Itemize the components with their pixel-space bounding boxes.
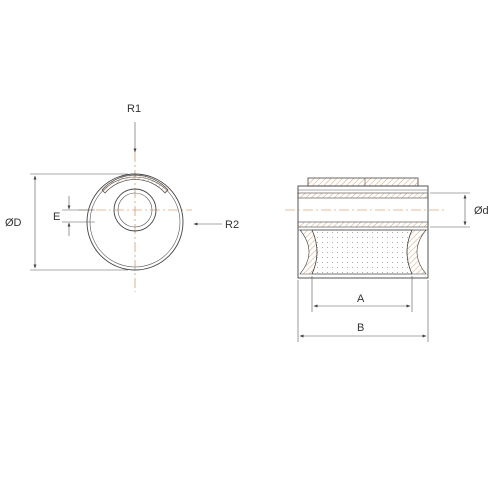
e-label: E: [53, 211, 60, 223]
rubber-region: [311, 229, 413, 275]
r1-label: R1: [127, 103, 141, 115]
rubber-end-left: [299, 229, 318, 275]
side-view: Ød A B: [285, 177, 489, 342]
top-arc-band: [101, 174, 169, 194]
od-outer-label: ØD: [5, 217, 22, 229]
b-label: B: [357, 322, 364, 334]
r2-label: R2: [225, 219, 239, 231]
inner-bore-inner: [117, 192, 153, 228]
a-label: A: [357, 293, 365, 305]
bore-band-top: [297, 192, 429, 199]
inner-bore-outer: [113, 188, 157, 232]
rubber-end-right: [406, 229, 427, 275]
top-sleeve: [307, 177, 419, 187]
front-view: ØD E R1 R2: [5, 103, 239, 292]
od-inner-label: Ød: [474, 205, 489, 217]
bore-band-bottom: [297, 221, 429, 228]
